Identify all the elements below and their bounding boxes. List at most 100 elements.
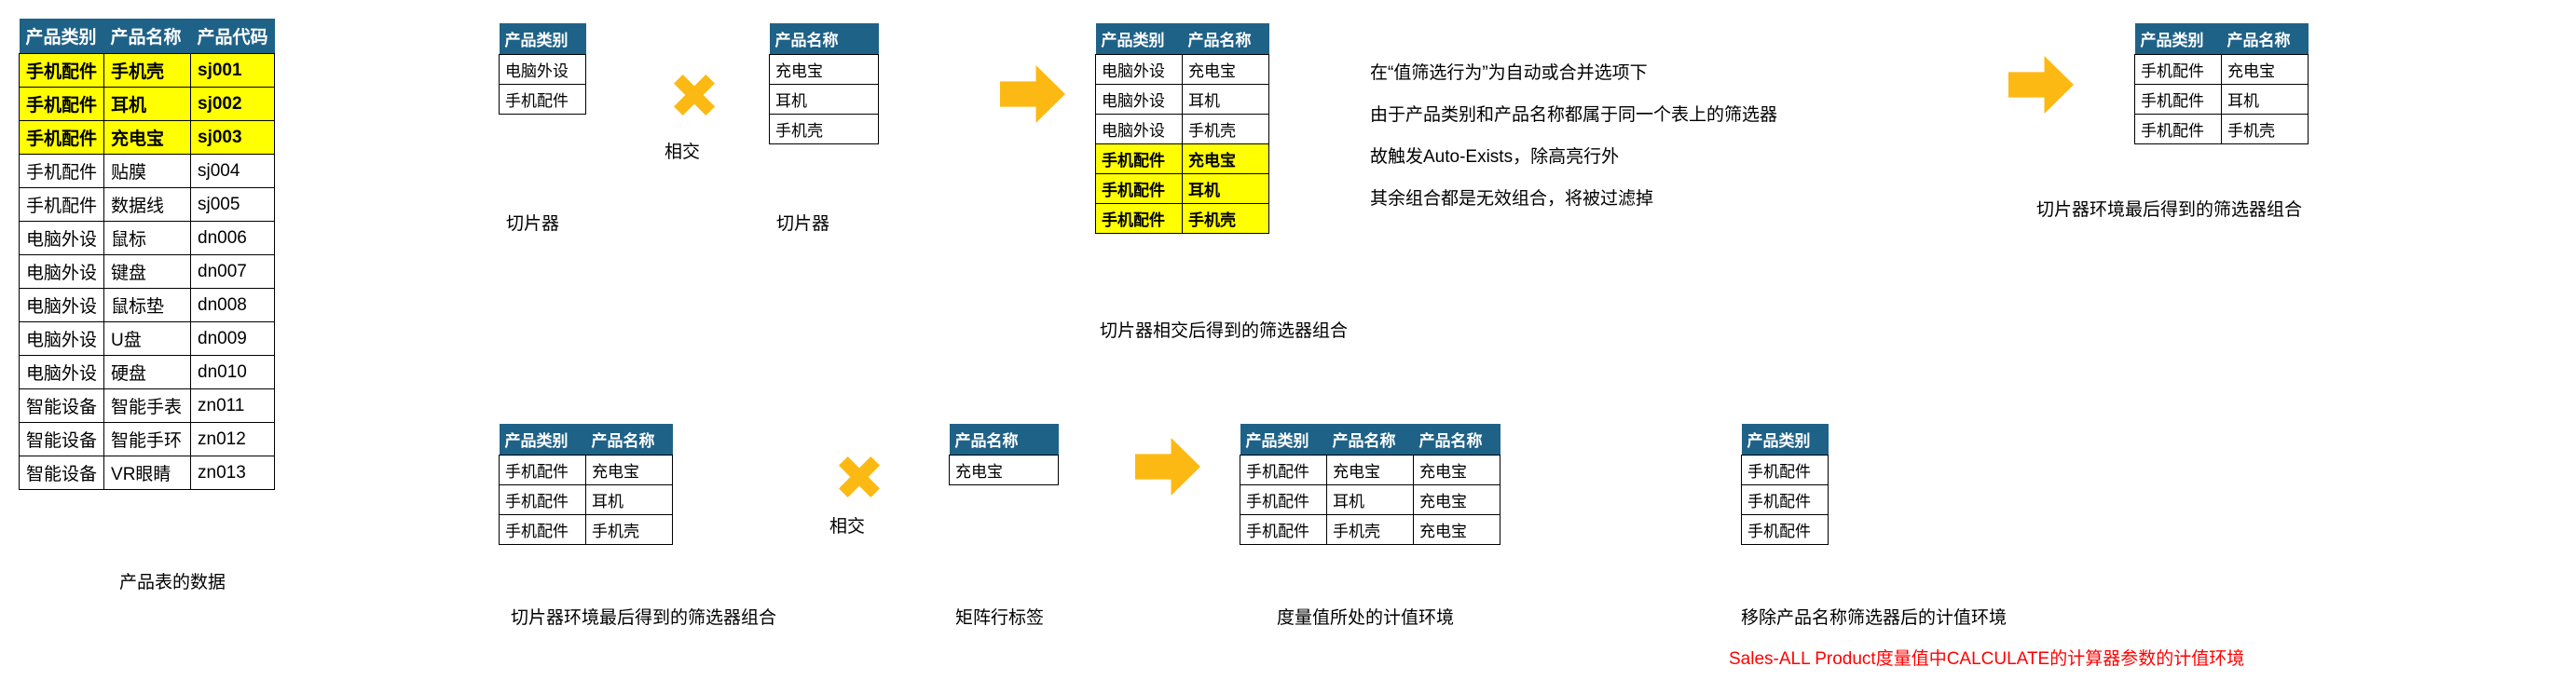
table-cell: 电脑外设: [18, 254, 105, 289]
table-cell: 充电宝: [2221, 54, 2309, 85]
intersect-label-1: 相交: [665, 143, 701, 162]
table-row: 手机配件: [1741, 484, 1829, 515]
table-row: 充电宝: [949, 455, 1059, 485]
table-cell: 手机配件: [18, 120, 105, 155]
slicer-name-wrap: 产品名称 充电宝耳机手机壳: [769, 23, 879, 144]
table-cell: 贴膜: [103, 154, 192, 188]
column-header-name: 产品名称: [2221, 23, 2309, 55]
table-cell: 手机配件: [2134, 54, 2222, 85]
table-row: 电脑外设: [499, 54, 586, 85]
table-row: 手机配件耳机: [2134, 84, 2309, 115]
table-header-row: 产品类别 产品名称: [2134, 23, 2309, 55]
table-cell: 手机配件: [1741, 455, 1829, 485]
table-row: 手机壳: [769, 114, 879, 144]
column-header-name: 产品名称: [585, 424, 673, 456]
removed-filter-table-wrap: 产品类别 手机配件手机配件手机配件: [1741, 424, 1829, 545]
table-cell: 耳机: [1182, 84, 1269, 115]
table-header-row: 产品类别: [499, 23, 586, 55]
table-cell: 手机配件: [1741, 484, 1829, 515]
table-cell: 手机配件: [1095, 143, 1183, 174]
annotation-line-3: 故触发Auto-Exists，除高亮行外: [1370, 147, 1620, 167]
table-cell: zn013: [190, 456, 276, 490]
crossjoin-table: 产品类别 产品名称 电脑外设充电宝电脑外设耳机电脑外设手机壳手机配件充电宝手机配…: [1095, 23, 1269, 234]
table-row: 手机配件耳机: [499, 484, 673, 515]
product-table-caption: 产品表的数据: [119, 573, 226, 592]
table-cell: 智能设备: [18, 456, 105, 490]
slicer-category-table: 产品类别 电脑外设手机配件: [499, 23, 586, 115]
table-cell: 手机配件: [1095, 173, 1183, 204]
column-header-category: 产品类别: [1240, 424, 1327, 456]
table-cell: VR眼睛: [103, 456, 192, 490]
table-cell: 数据线: [103, 187, 192, 222]
table-cell: 电脑外设: [1095, 54, 1183, 85]
matrix-row-label-table-wrap: 产品名称 充电宝: [949, 424, 1059, 485]
column-header-category: 产品类别: [19, 19, 104, 54]
matrix-row-label-caption: 矩阵行标签: [955, 608, 1045, 628]
table-cell: 充电宝: [1182, 54, 1269, 85]
slicer-name-table: 产品名称 充电宝耳机手机壳: [769, 23, 879, 144]
column-header-category: 产品类别: [1095, 23, 1183, 55]
table-row: 耳机: [769, 84, 879, 115]
slicer-name-body: 充电宝耳机手机壳: [769, 54, 879, 144]
table-cell: 手机壳: [2221, 114, 2309, 144]
annotation-line-2: 由于产品类别和产品名称都属于同一个表上的筛选器: [1370, 105, 1778, 125]
matrix-row-label-body: 充电宝: [949, 455, 1059, 485]
table-cell: 智能设备: [18, 388, 105, 423]
table-cell: dn006: [190, 221, 276, 255]
bottom-slicer-table-caption: 切片器环境最后得到的筛选器组合: [511, 608, 777, 628]
table-cell: 手机配件: [18, 154, 105, 188]
bottom-slicer-table: 产品类别 产品名称 手机配件充电宝手机配件耳机手机配件手机壳: [499, 424, 673, 545]
slicer-category-caption: 切片器: [506, 214, 560, 234]
bottom-slicer-table-body: 手机配件充电宝手机配件耳机手机配件手机壳: [499, 455, 673, 545]
column-header-category: 产品类别: [1741, 424, 1829, 456]
table-row: 电脑外设充电宝: [1095, 54, 1269, 85]
crossjoin-table-wrap: 产品类别 产品名称 电脑外设充电宝电脑外设耳机电脑外设手机壳手机配件充电宝手机配…: [1095, 23, 1269, 234]
table-cell: 充电宝: [103, 120, 192, 155]
table-cell: 充电宝: [1413, 455, 1500, 485]
table-cell: 电脑外设: [1095, 84, 1183, 115]
table-row: 手机配件: [499, 84, 586, 115]
arrow-right-icon: [1000, 65, 1065, 123]
measure-context-body: 手机配件充电宝充电宝手机配件耳机充电宝手机配件手机壳充电宝: [1240, 455, 1500, 545]
table-cell: 电脑外设: [18, 221, 105, 255]
table-cell: 手机壳: [585, 514, 673, 545]
table-cell: 耳机: [103, 87, 192, 121]
table-row: 手机配件耳机充电宝: [1240, 484, 1500, 515]
matrix-row-label-table: 产品名称 充电宝: [949, 424, 1059, 485]
table-cell: 充电宝: [585, 455, 673, 485]
table-cell: sj004: [190, 154, 276, 188]
removed-filter-caption-red: Sales-ALL Product度量值中CALCULATE的计算器参数的计值环…: [1729, 649, 2245, 669]
table-header-row: 产品类别 产品名称 产品名称: [1240, 424, 1500, 456]
table-cell: U盘: [103, 321, 192, 356]
table-row: 电脑外设耳机: [1095, 84, 1269, 115]
slicer-category-body: 电脑外设手机配件: [499, 54, 586, 115]
column-header-name: 产品名称: [103, 19, 191, 54]
table-cell: 电脑外设: [18, 288, 105, 322]
table-header-row: 产品类别 产品名称: [499, 424, 673, 456]
table-cell: 耳机: [1326, 484, 1414, 515]
table-cell: 手机壳: [1182, 203, 1269, 234]
table-cell: sj003: [190, 120, 276, 155]
table-row: 电脑外设手机壳: [1095, 114, 1269, 144]
table-row: 手机配件手机壳: [2134, 114, 2309, 144]
table-cell: 手机配件: [1741, 514, 1829, 545]
table-cell: 电脑外设: [18, 321, 105, 356]
table-header-row: 产品名称: [949, 424, 1059, 456]
table-cell: 智能手表: [103, 388, 192, 423]
table-header-row: 产品名称: [769, 23, 879, 55]
table-cell: 手机配件: [2134, 114, 2222, 144]
table-cell: 耳机: [1182, 173, 1269, 204]
table-cell: 硬盘: [103, 355, 192, 389]
table-cell: 手机壳: [1326, 514, 1414, 545]
table-cell: dn009: [190, 321, 276, 356]
